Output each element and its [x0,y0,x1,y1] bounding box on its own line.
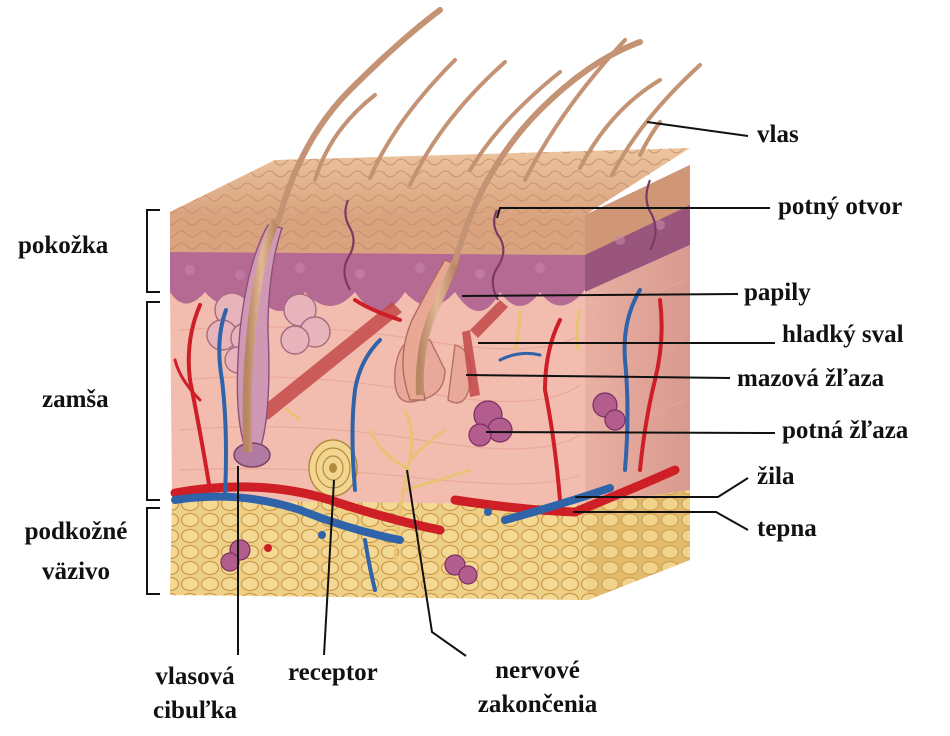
label-hypodermis: podkožné väzivo [0,517,152,587]
leader-sweat-gland [485,431,776,434]
label-hair-bulb-line1: vlasová [155,663,235,690]
label-dermis: zamša [42,386,109,413]
arrector-pili-muscles [258,300,508,420]
label-sweat-gland: potná žľaza [782,417,909,444]
label-nerve-endings-line2: zakončenia [477,691,598,718]
leader-sebaceous [465,374,731,379]
nerves [284,309,582,561]
bracket-epidermis [146,209,160,293]
label-hair-bulb-line2: cibuľka [153,697,237,724]
label-hypodermis-line1: podkožné [24,518,128,545]
label-nerve-endings-line1: nervové [495,657,580,684]
leader-artery [573,511,749,531]
leader-papillae [461,293,739,297]
leader-nerve [406,469,467,657]
hair-follicles [233,218,459,468]
leader-vein [575,477,749,498]
layer-brackets [146,209,160,595]
label-hair-bulb: vlasová cibuľka [130,662,260,726]
veins [171,288,642,592]
label-sweat-pore: potný otvor [778,193,903,220]
label-sebaceous-gland: mazová žľaza [737,365,885,392]
arteries [170,298,680,535]
leader-receptor [323,479,335,656]
bracket-dermis [146,301,160,501]
label-smooth-muscle: hladký sval [782,321,904,348]
label-nerve-endings: nervové zakončenia [455,656,620,720]
bracket-hypodermis [146,507,160,595]
sweat-ducts [343,179,657,301]
sweat-gland-coils [220,392,626,585]
label-receptor: receptor [288,659,378,686]
epidermis-layer [170,148,690,311]
label-hypodermis-line2: väzivo [41,558,111,585]
label-hair: vlas [757,121,799,148]
hypodermis-layer [170,490,690,600]
label-epidermis: pokožka [18,232,109,259]
label-papillae: papily [744,279,811,306]
leader-sweat-pore [496,207,770,219]
leader-hair [646,121,749,137]
vessel-cross-sections [264,508,492,552]
label-vein: žila [757,463,795,490]
label-artery: tepna [757,515,817,542]
leader-lines [237,121,776,657]
